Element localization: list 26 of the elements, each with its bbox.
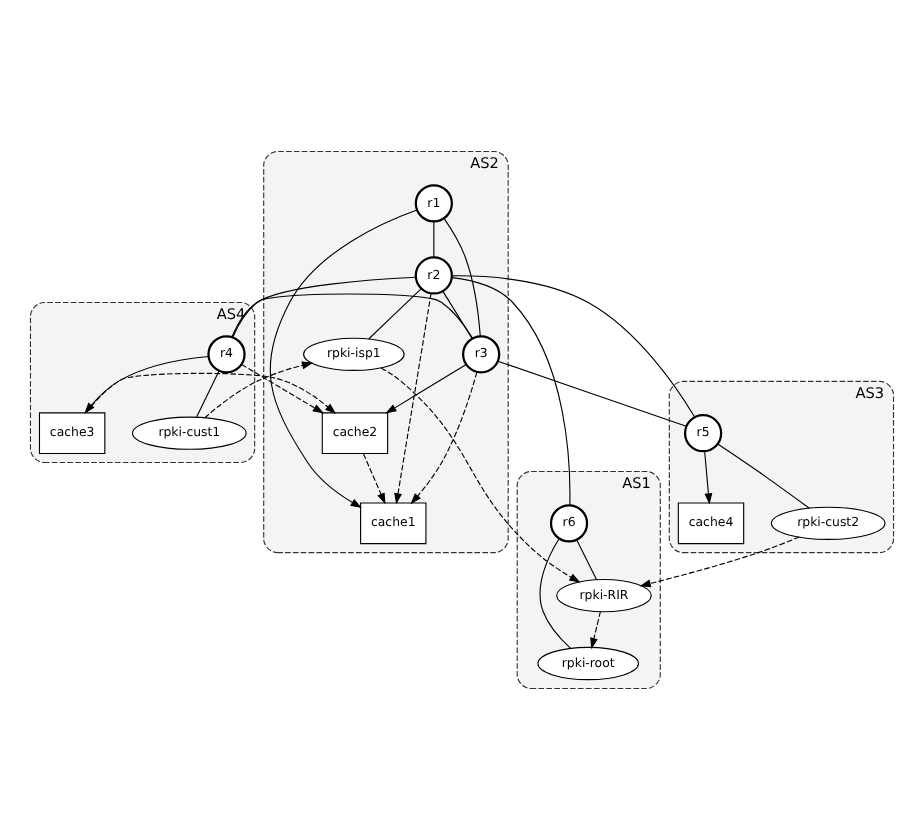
arrow	[704, 449, 713, 504]
connector	[231, 275, 417, 337]
arrow	[394, 291, 432, 504]
arrow	[385, 363, 467, 413]
connector	[368, 287, 422, 339]
arrow	[410, 370, 478, 504]
arrow	[241, 363, 325, 413]
arrow	[380, 366, 581, 582]
arrow	[84, 354, 210, 413]
arrow	[269, 208, 418, 507]
connector	[451, 276, 571, 505]
arrow	[204, 360, 314, 418]
arrow	[639, 535, 800, 587]
connector	[433, 219, 435, 257]
connector	[451, 274, 696, 417]
arrow	[590, 610, 601, 649]
connector	[196, 369, 220, 417]
arrow	[85, 371, 337, 413]
connector	[497, 359, 687, 426]
connector	[232, 292, 474, 338]
connector	[717, 442, 810, 508]
arrow	[362, 452, 386, 504]
connector	[539, 537, 572, 648]
connector	[442, 289, 473, 339]
connector	[443, 217, 481, 336]
connector	[576, 538, 598, 580]
